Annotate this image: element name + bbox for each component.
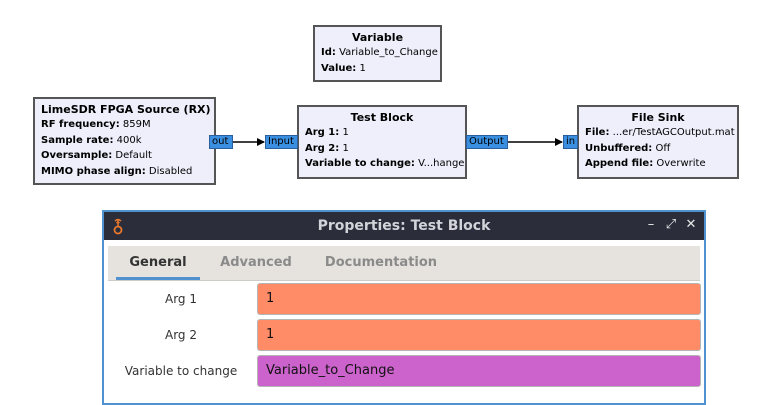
field-label: Arg 2 [165,328,197,342]
tab-documentation[interactable]: Documentation [324,255,438,270]
dialog-titlebar[interactable]: Properties: Test Block – ⤢ ✕ [104,212,704,240]
block-param-file: File: ...er/TestAGCOutput.mat [585,127,735,138]
block-param-mimo: MIMO phase align: Disabled [41,165,193,177]
block-param-append: Append file: Overwrite [585,158,706,169]
tab-strip: General Advanced Documentation [108,246,700,281]
file-sink-block[interactable]: File Sink File: ...er/TestAGCOutput.mat … [577,105,739,179]
maximize-icon[interactable]: ⤢ [665,217,677,232]
tab-bar: General Advanced Documentation [104,240,704,286]
gnuradio-icon [113,218,123,235]
block-param-oversample: Oversample: Default [41,150,152,161]
block-param-arg2: Arg 2: 1 [305,142,349,154]
filesink-in-port[interactable]: in [563,135,578,149]
field-label: Variable to change [124,364,238,378]
dialog-title: Properties: Test Block [317,218,491,234]
limesdr-source-block[interactable]: LimeSDR FPGA Source (RX) RF frequency: 8… [33,97,216,185]
properties-dialog[interactable]: Properties: Test Block – ⤢ ✕ General Adv… [102,210,706,405]
block-param-id: Id: Variable_to_Change [321,47,438,58]
close-icon[interactable]: ✕ [685,217,697,232]
field-row-arg1: Arg 1 1 [104,282,704,316]
block-param-sample-rate: Sample rate: 400k [41,134,142,146]
block-param-arg1: Arg 1: 1 [305,127,349,138]
block-param-rf-frequency: RF frequency: 859M [41,119,151,130]
variable-block[interactable]: Variable Id: Variable_to_Change Value: 1 [313,25,442,82]
minimize-icon[interactable]: – [647,217,655,232]
limesdr-out-port[interactable]: out [209,135,233,149]
block-param-unbuffered: Unbuffered: Off [585,142,671,154]
block-param-variable: Variable to change: V...hange [305,158,465,169]
field-label: Arg 1 [165,292,197,306]
test-block[interactable]: Test Block Arg 1: 1 Arg 2: 1 Variable to… [297,105,467,179]
connection-wires [232,138,563,146]
field-row-arg2: Arg 2 1 [104,318,704,352]
block-param-value: Value: 1 [321,62,366,74]
variable-to-change-input[interactable]: Variable_to_Change [257,355,701,387]
block-title: LimeSDR FPGA Source (RX) [41,103,211,116]
arg2-input[interactable]: 1 [257,319,701,351]
field-row-variable: Variable to change Variable_to_Change [104,354,704,388]
tab-general[interactable]: General [116,246,200,280]
testblock-input-port[interactable]: Input [265,135,298,149]
block-title: File Sink [631,111,685,124]
tab-advanced[interactable]: Advanced [220,255,292,270]
testblock-output-port[interactable]: Output [466,135,508,149]
block-title: Test Block [350,111,414,124]
arg1-input[interactable]: 1 [257,283,701,315]
block-title: Variable [351,31,404,44]
